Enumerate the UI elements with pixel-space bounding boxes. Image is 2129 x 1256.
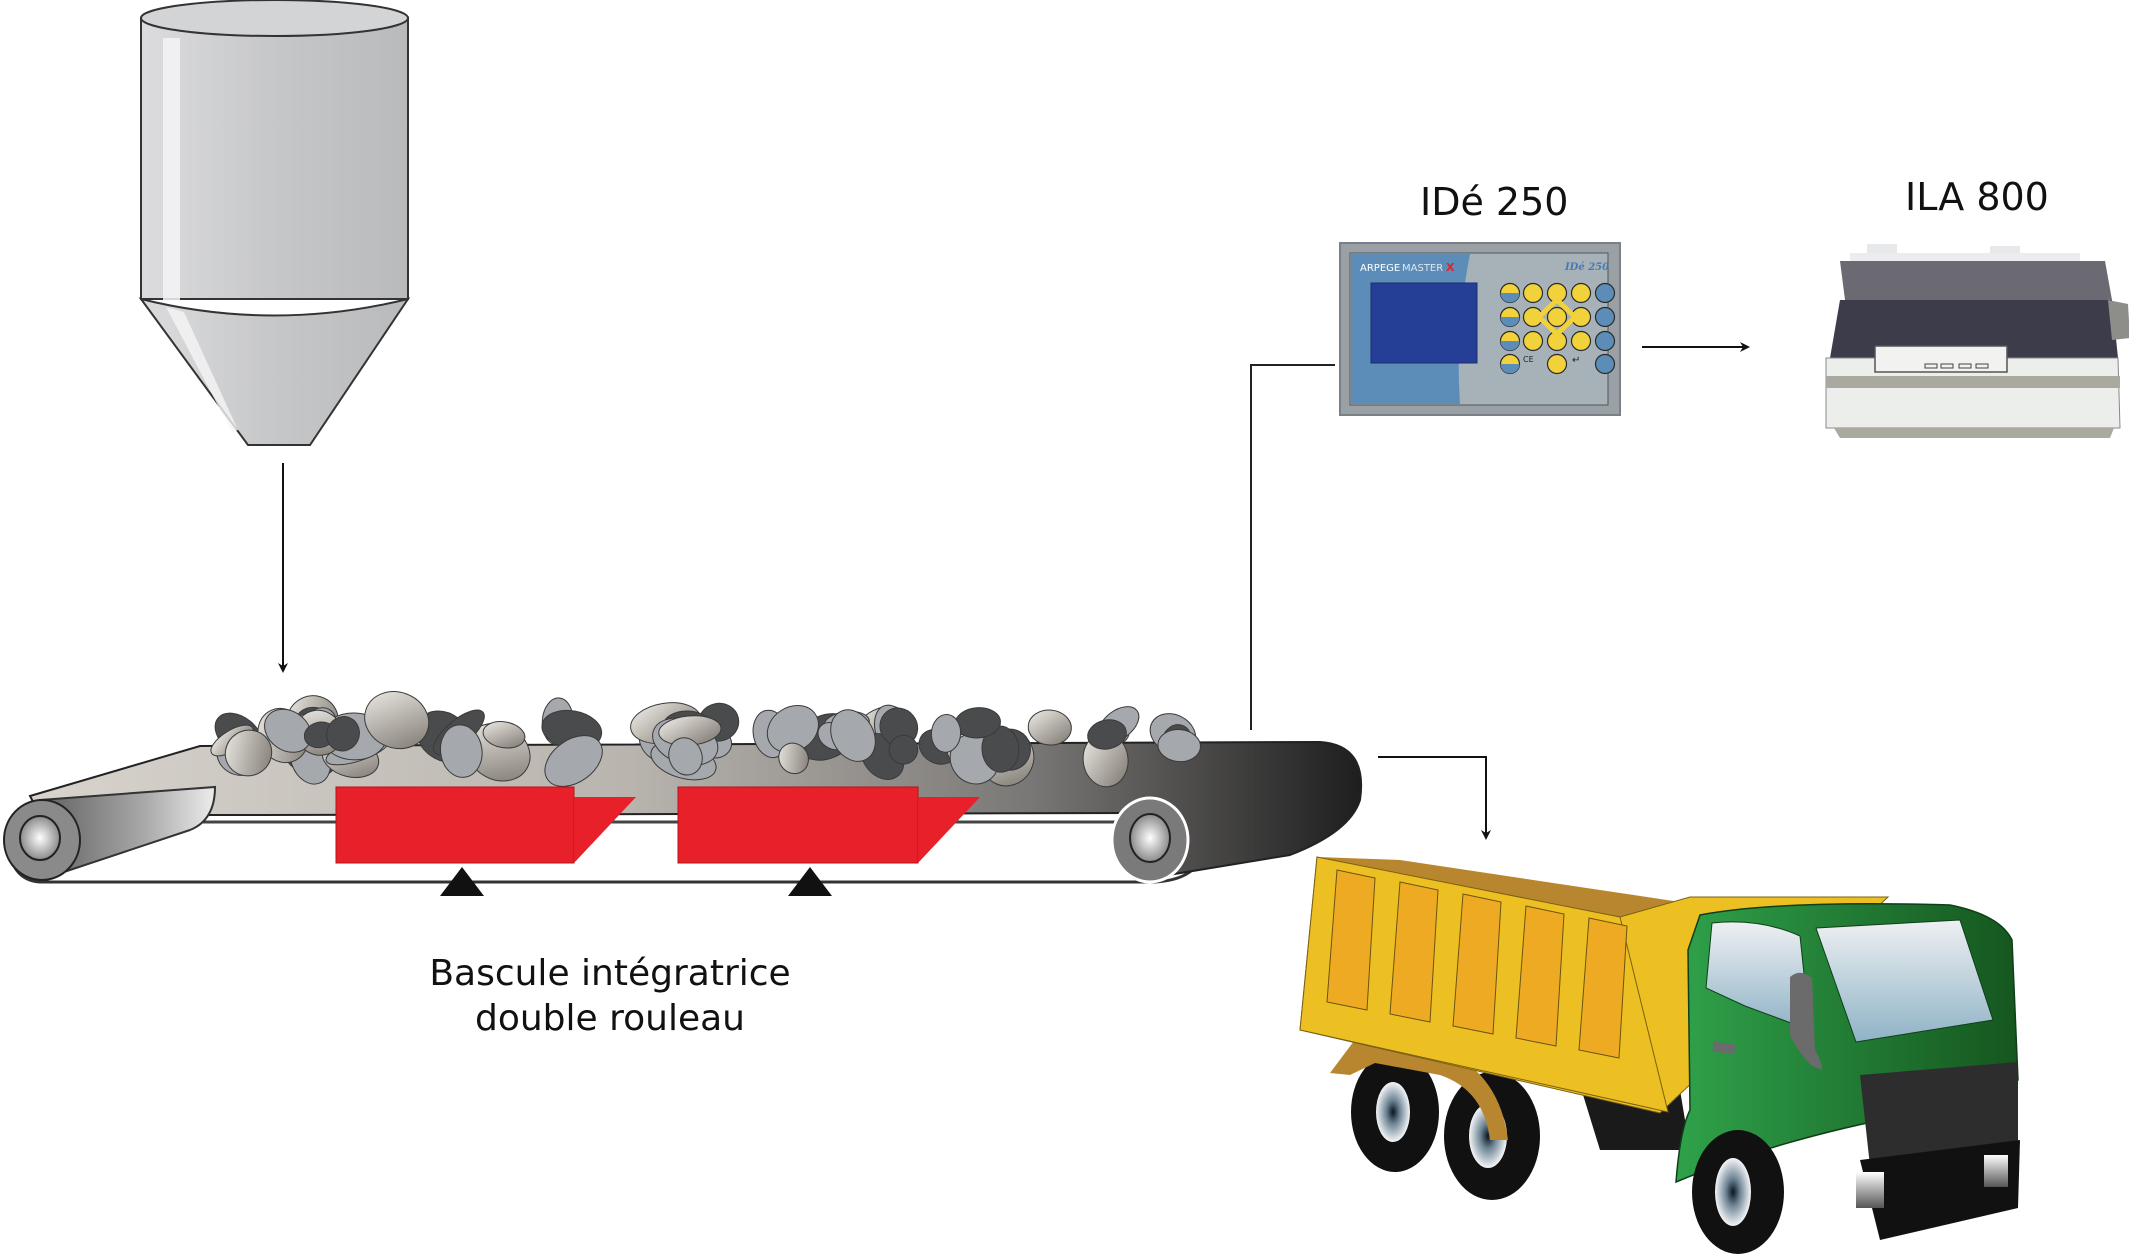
belt-to-indicator-line <box>1250 364 1335 730</box>
dump-body-top <box>1317 857 1680 917</box>
hopper-body <box>140 17 409 300</box>
label-scale-line1: Bascule intégratrice <box>429 953 790 994</box>
numeric-key[interactable] <box>1570 282 1592 304</box>
label-printer: ILA 800 <box>1905 175 2049 219</box>
function-key[interactable] <box>1594 282 1616 304</box>
key-ce[interactable]: CE <box>1523 355 1534 364</box>
label-scale-line2: double rouleau <box>475 998 745 1039</box>
dump-body-panel <box>1452 893 1502 1035</box>
hopper-highlight <box>163 38 180 300</box>
navigation-cross <box>1535 296 1579 338</box>
rock <box>778 742 809 775</box>
key-lower-half <box>1500 293 1520 303</box>
printer-body-dark <box>1830 300 2118 358</box>
weigh-block-1 <box>335 786 575 864</box>
indicator-screen <box>1370 282 1478 364</box>
rock <box>830 709 876 762</box>
rock <box>482 721 526 749</box>
load-cell-1 <box>440 867 484 896</box>
weigh-block-2 <box>677 786 919 864</box>
dump-body-panel <box>1326 869 1376 1011</box>
key-lower-half <box>1500 341 1520 351</box>
left-drum-shell <box>39 785 217 882</box>
hopper-top-rim <box>140 0 409 37</box>
hopper <box>138 0 411 446</box>
printer-button-2[interactable] <box>1940 363 1954 369</box>
left-drum-hub <box>19 815 61 861</box>
material-on-belt <box>210 691 1201 788</box>
load-cell-2 <box>788 867 832 896</box>
rock <box>1087 719 1127 750</box>
function-key[interactable] <box>1594 353 1616 375</box>
numeric-key[interactable] <box>1522 330 1544 352</box>
key-enter[interactable]: ↵ <box>1572 355 1580 366</box>
weigh-section-1 <box>335 786 636 896</box>
indicator-keypad <box>1499 282 1616 375</box>
numeric-key[interactable] <box>1546 306 1568 328</box>
rock <box>930 714 962 753</box>
rock <box>888 734 919 765</box>
cab-grille <box>1860 1062 2018 1166</box>
rock <box>264 708 312 753</box>
key-lower-half <box>1500 364 1520 374</box>
printer-ila800 <box>1825 244 2129 438</box>
dump-body-panel <box>1389 881 1439 1023</box>
indicator-brand-x: X <box>1446 261 1455 274</box>
cab-mirror <box>1790 972 1822 1070</box>
function-key[interactable] <box>1594 330 1616 352</box>
rock <box>1157 729 1201 763</box>
weigh-wedge-1 <box>574 797 636 863</box>
indicator-brand: ARPEGE <box>1360 263 1400 274</box>
rock <box>668 737 703 776</box>
numeric-key[interactable] <box>1522 282 1544 304</box>
weigh-wedge-2 <box>918 797 980 863</box>
headlight-left <box>1856 1172 1884 1208</box>
numeric-key[interactable] <box>1570 330 1592 352</box>
hopper-cone-highlight <box>166 307 238 432</box>
dump-truck <box>1299 856 2020 1254</box>
function-key[interactable] <box>1594 306 1616 328</box>
front-bumper <box>1860 1140 2020 1240</box>
cab-side-window <box>1705 921 1811 1031</box>
rock <box>326 716 360 752</box>
rock <box>544 735 603 787</box>
front-wheel-hub <box>1715 1158 1751 1226</box>
rock <box>1027 709 1072 746</box>
rock <box>224 729 273 777</box>
printer-knob <box>2108 300 2129 340</box>
indicator-brand-suffix: MASTER <box>1402 263 1443 274</box>
cab-windshield <box>1815 919 1994 1043</box>
right-drum-hub <box>1129 813 1171 863</box>
rear-wheel-1-hub <box>1376 1082 1410 1142</box>
printer-button-3[interactable] <box>1958 363 1972 369</box>
printer-front <box>1825 357 2121 429</box>
indicator-model-text: IDé 250 <box>1564 262 1609 273</box>
printer-button-1[interactable] <box>1924 363 1938 369</box>
printer-paper <box>1850 253 2080 263</box>
printer-button-4[interactable] <box>1975 363 1989 369</box>
indicator-ide250: ARPEGE MASTER X IDé 250 CE ↵ <box>1339 242 1621 416</box>
rock <box>766 705 819 753</box>
rock <box>364 691 430 750</box>
dump-body-panel <box>1515 905 1565 1047</box>
rear-fender <box>1330 1033 1508 1140</box>
printer-base <box>1834 428 2114 438</box>
printer-band <box>1826 376 2120 388</box>
numeric-key[interactable] <box>1546 353 1568 375</box>
headlight-right <box>1984 1155 2008 1187</box>
cab-door-handle <box>1712 1041 1736 1055</box>
belt-to-truck-arrow <box>1378 756 1491 840</box>
label-indicator: IDé 250 <box>1420 180 1568 224</box>
printer-lid <box>1840 261 2112 300</box>
dump-body-panel <box>1578 917 1628 1059</box>
hopper-cone <box>138 297 411 446</box>
key-lower-half <box>1500 317 1520 327</box>
rock <box>439 724 483 778</box>
weigh-section-2 <box>677 786 980 896</box>
dump-body-panels <box>1326 869 1628 1059</box>
